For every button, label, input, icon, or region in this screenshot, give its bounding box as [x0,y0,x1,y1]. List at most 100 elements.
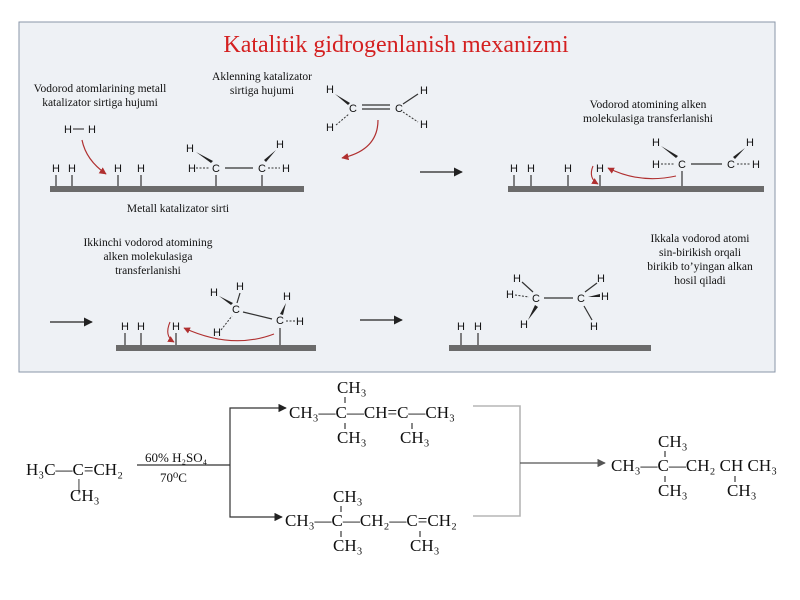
condition-temperature: 70⁰C [160,470,187,485]
h-atom: H [213,327,221,339]
product-b-bottom-left: CH₃ [333,536,363,555]
merge-bracket [473,405,521,517]
adsorbed-hydrogens: H H H H [52,163,145,186]
carbon-atom: C [727,159,735,171]
final-top: CH₃ [658,432,688,451]
half-hydrogenated-intermediate: C C H H H H H [210,281,304,345]
caption-second-transfer-line2: alken molekulasiga [103,251,192,263]
start-formula: H₃C—C=CH₂ [26,460,123,479]
product-b-top: CH₃ [333,487,363,506]
h-atom: H [601,291,609,303]
h-atom: H [420,119,428,131]
carbon-atom: C [212,163,220,175]
condition-acid: 60% H₂SO₄ [145,450,208,465]
h-atom: H [596,163,604,175]
dimer-product-b: CH₃ CH₃—C—CH₂—C=CH₂ CH₃ CH₃ [285,487,457,555]
product-b-bottom-right: CH₃ [410,536,440,555]
caption-syn-line4: hosil qiladi [674,275,725,287]
caption-second-transfer-line3: transferlanishi [115,265,181,277]
h-atom: H [420,85,428,97]
h-atom: H [52,163,60,175]
catalyst-surface-3 [116,345,316,351]
product-a-top: CH₃ [337,378,367,397]
catalyst-surface-4 [449,345,651,351]
h-atom: H [746,137,754,149]
h-atom: H [283,291,291,303]
h-atom: H [172,321,180,333]
h-atom: H [121,321,129,333]
adsorbed-hydrogens: H H H [121,321,180,345]
h-atom: H [506,289,514,301]
h-atom: H [326,122,334,134]
h-atom: H [510,163,518,175]
h-atom: H [590,321,598,333]
caption-first-transfer-line1: Vodorod atomining alken [590,99,707,111]
carbon-atom: C [232,304,240,316]
h-atom: H [520,319,528,331]
caption-alkene-attack-line2: sirtiga hujumi [230,85,294,97]
panel-title: Katalitik gidrogenlanish mexanizmi [223,32,569,58]
reaction-scheme: H₃C—C=CH₂ | CH₃ 60% H₂SO₄ 70⁰C CH₃ CH₃—C… [26,378,777,555]
carbon-atom: C [349,103,357,115]
h-atom: H [186,143,194,155]
carbon-atom: C [532,293,540,305]
h-atom: H [137,321,145,333]
start-branch: CH₃ [70,486,100,505]
h-atom: H [652,159,660,171]
curved-arrow [183,327,275,342]
curved-arrow [341,119,379,161]
h-atom: H [236,281,244,293]
h-atom: H [137,163,145,175]
branch-arrow-lower [229,465,283,522]
catalyst-surface-2 [508,186,764,192]
h-atom: H [88,124,96,136]
h-atom: H [64,124,72,136]
curved-arrow [607,167,677,180]
product-a-main: CH₃—C—CH=C—CH₃ [289,403,455,422]
carbon-atom: C [258,163,266,175]
h-atom: H [276,139,284,151]
h-atom: H [114,163,122,175]
isobutylene: H₃C—C=CH₂ | CH₃ [26,460,123,505]
h-atom: H [597,273,605,285]
start-branch-bond: | [77,476,80,495]
mechanism-panel: Katalitik gidrogenlanish mexanizmi Vodor… [18,21,776,373]
product-b-main: CH₃—C—CH₂—C=CH₂ [285,511,457,530]
catalyst-surface-1 [50,186,304,192]
h-atom: H [474,321,482,333]
caption-h2-attack-line1: Vodorod atomlarining metall [34,83,167,95]
caption-second-transfer-line1: Ikkinchi vodorod atomining [83,237,212,249]
caption-surface: Metall katalizator sirti [127,203,229,215]
adsorbed-hydrogens: H H [457,321,482,345]
dimer-product-a: CH₃ CH₃—C—CH=C—CH₃ CH₃ CH₃ [289,378,455,447]
adsorbed-ethene: C C H H H H [186,139,290,186]
caption-first-transfer-line2: molekulasiga transferlanishi [583,113,713,125]
h-atom: H [652,137,660,149]
ethene-on-surface: C C H H H H [652,137,760,186]
carbon-atom: C [577,293,585,305]
adsorbed-hydrogens: H H H H [510,163,604,186]
h-atom: H [457,321,465,333]
branch-arrow-upper [229,403,287,465]
product-a-bottom-left: CH₃ [337,428,367,447]
h-atom: H [210,287,218,299]
carbon-atom: C [678,159,686,171]
h-atom: H [513,273,521,285]
final-bottom-right: CH₃ [727,481,757,500]
curved-arrow [590,165,599,185]
final-bottom-left: CH₃ [658,481,688,500]
h-atom: H [752,159,760,171]
h-atom: H [282,163,290,175]
caption-h2-attack-line2: katalizator sirtiga hujumi [42,97,158,109]
caption-syn-line3: birikib to’yingan alkan [647,261,753,273]
carbon-atom: C [395,103,403,115]
final-main: CH₃—C—CH₂ CH CH₃ [611,456,777,475]
carbon-atom: C [276,315,284,327]
caption-alkene-attack-line1: Aklenning katalizator [212,71,312,83]
ethane-product: C C H H H H H H [506,273,609,333]
free-ethene: C C H H H H [326,84,428,134]
h-atom: H [68,163,76,175]
caption-syn-line1: Ikkala vodorod atomi [650,233,749,245]
h-atom: H [188,163,196,175]
